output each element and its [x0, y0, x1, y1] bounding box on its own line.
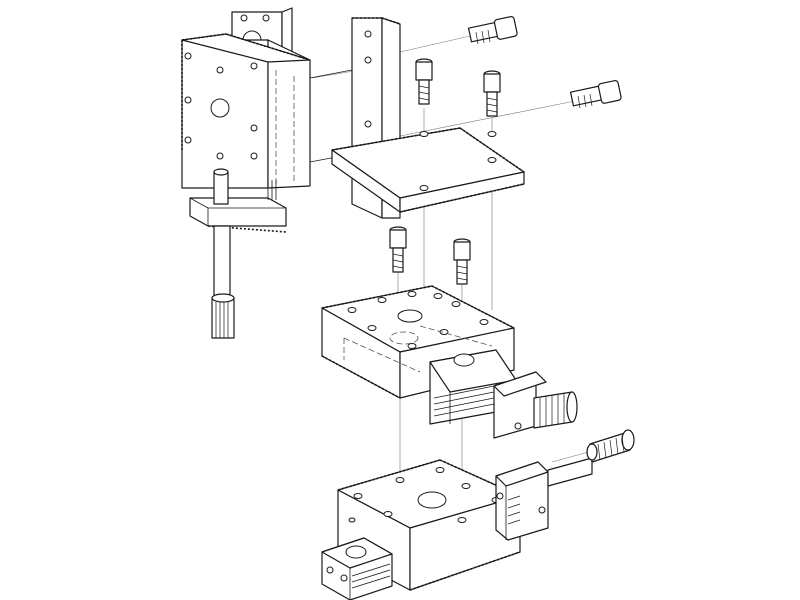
upper-translation-stage — [321, 285, 515, 399]
vertical-mount-block — [181, 7, 311, 233]
cap-screw — [415, 58, 433, 105]
cap-screw — [569, 80, 622, 109]
cap-screw — [467, 16, 518, 45]
cap-screw — [453, 238, 471, 285]
lower-translation-stage — [321, 459, 549, 600]
micrometer-actuator — [547, 429, 635, 487]
cap-screw — [483, 70, 501, 117]
cap-screw — [389, 226, 407, 273]
micrometer-rod — [211, 225, 235, 339]
angle-bracket-top-plate — [331, 127, 525, 213]
micrometer-actuator — [429, 349, 578, 439]
